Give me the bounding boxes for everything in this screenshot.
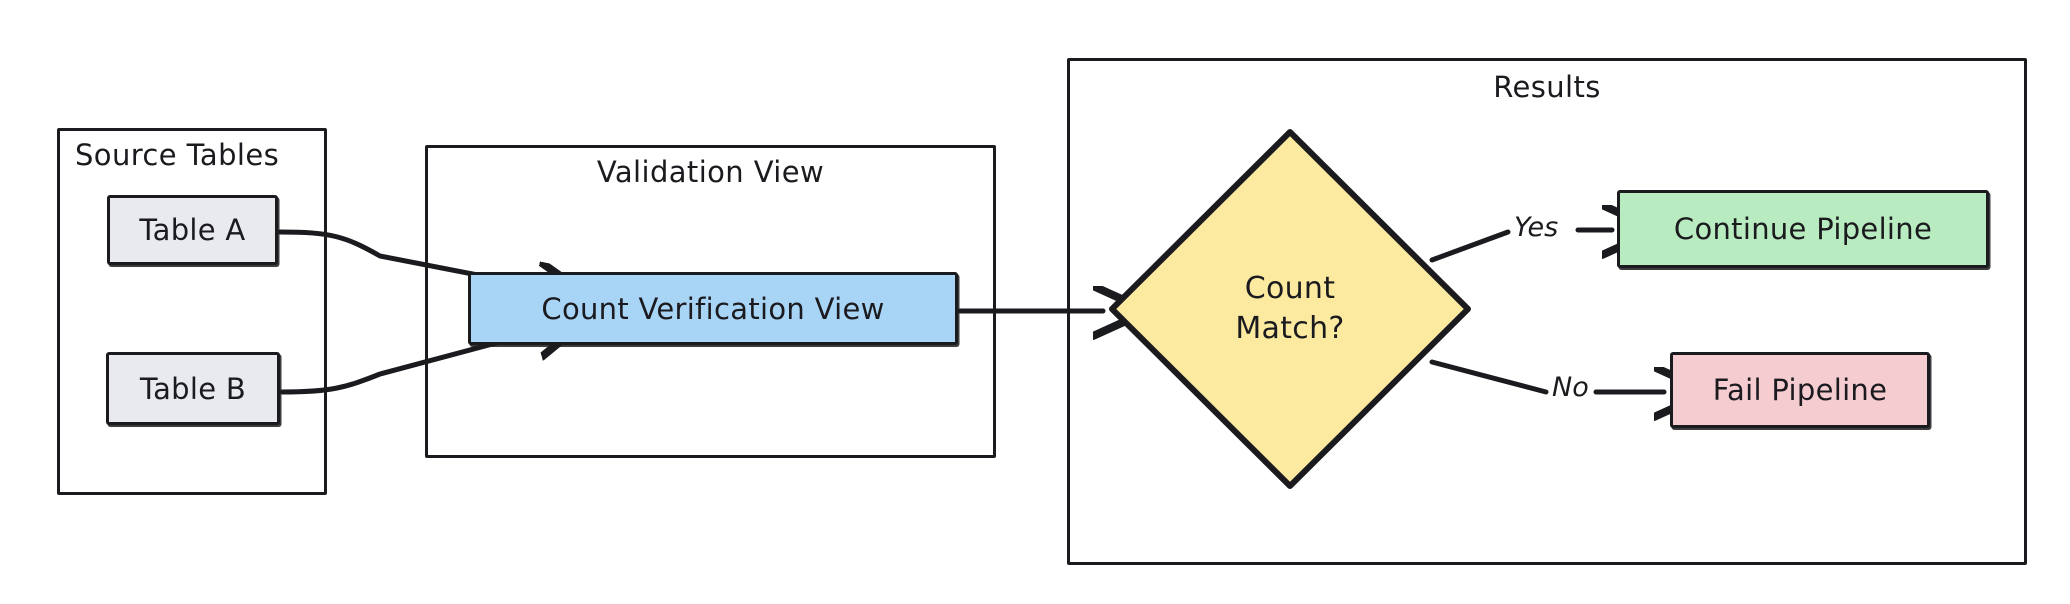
node-label-fail-pipeline: Fail Pipeline (1712, 373, 1888, 407)
edge-label-yes: Yes (1512, 212, 1561, 243)
group-source-tables (57, 128, 327, 495)
node-label-count-match-line1: Count (1244, 271, 1336, 307)
node-label-table-a: Table A (139, 213, 246, 247)
node-label-continue-pipeline: Continue Pipeline (1673, 212, 1933, 246)
node-table-a[interactable]: Table A (107, 195, 278, 265)
group-validation-view (425, 145, 996, 458)
diamond-shape (1109, 129, 1471, 489)
node-label-table-b: Table B (139, 371, 247, 406)
node-label-count-match-line2: Match? (1235, 311, 1345, 346)
node-count-match[interactable]: Count Match? (1108, 128, 1472, 490)
node-label-count-verification-view: Count Verification View (541, 291, 885, 326)
group-label-validation-view: Validation View (596, 155, 825, 189)
node-fail-pipeline[interactable]: Fail Pipeline (1670, 352, 1930, 428)
node-continue-pipeline[interactable]: Continue Pipeline (1617, 190, 1989, 268)
group-results (1067, 58, 2027, 565)
group-label-results: Results (1493, 70, 1601, 104)
node-count-verification-view[interactable]: Count Verification View (468, 272, 958, 345)
group-label-source-tables: Source Tables (75, 138, 280, 172)
node-table-b[interactable]: Table B (106, 352, 280, 425)
edge-label-no: No (1550, 372, 1591, 403)
